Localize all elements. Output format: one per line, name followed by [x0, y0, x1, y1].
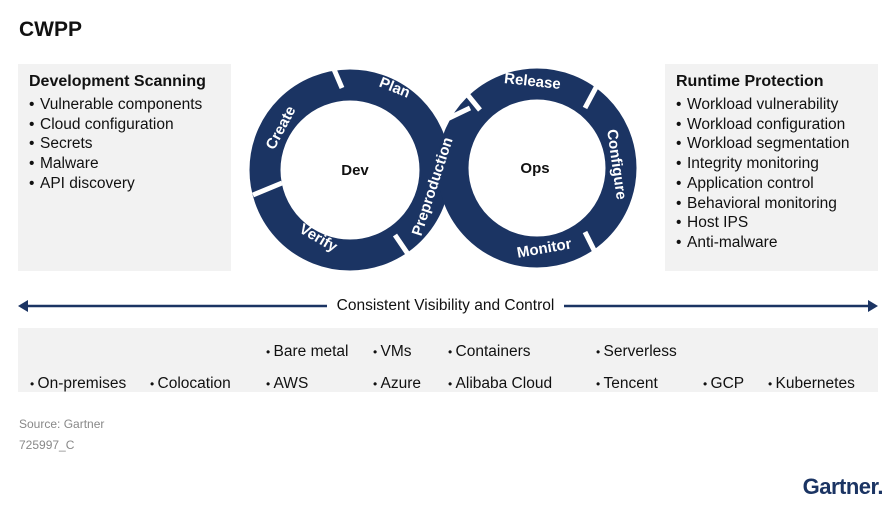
list-item: Malware [29, 154, 231, 174]
list-item: Workload configuration [676, 115, 878, 135]
visibility-label: Consistent Visibility and Control [326, 297, 565, 314]
list-item: Workload vulnerability [676, 95, 878, 115]
platforms-box: On-premises Colocation Bare metal AWS VM… [18, 328, 878, 392]
runtime-protection-box: Runtime Protection Workload vulnerabilit… [665, 64, 878, 271]
segment-gaps [252, 59, 603, 262]
platform-item: Colocation [150, 375, 231, 393]
release-label: Release [503, 70, 561, 93]
list-item: Cloud configuration [29, 115, 231, 135]
list-item: Secrets [29, 134, 231, 154]
development-scanning-box: Development Scanning Vulnerable componen… [18, 64, 231, 271]
list-item: Application control [676, 174, 878, 194]
dev-label: Dev [341, 162, 369, 179]
dev-scanning-heading: Development Scanning [29, 73, 206, 90]
platform-item: Tencent [596, 375, 658, 393]
list-item: Integrity monitoring [676, 154, 878, 174]
dev-ring [249, 69, 451, 271]
ops-ring [437, 68, 637, 268]
list-item: Anti-malware [676, 233, 878, 253]
list-item: API discovery [29, 174, 231, 194]
ops-label: Ops [520, 160, 549, 177]
devops-infinity-loop: Create Plan Verify Preproduction Release… [249, 59, 637, 271]
list-item: Behavioral monitoring [676, 194, 878, 214]
list-item: Workload segmentation [676, 134, 878, 154]
figure-id: 725997_C [19, 438, 75, 452]
platform-item: Azure [373, 375, 422, 393]
platform-item: Kubernetes [768, 375, 855, 393]
platform-item: Containers [448, 343, 531, 361]
list-item: Vulnerable components [29, 95, 231, 115]
platform-item: AWS [266, 375, 309, 393]
platform-item: GCP [703, 375, 745, 393]
platform-item: Serverless [596, 343, 677, 361]
platform-item: Bare metal [266, 343, 349, 361]
gartner-logo: Gartner. [802, 474, 884, 499]
platform-item: Alibaba Cloud [448, 375, 553, 393]
runtime-heading: Runtime Protection [676, 73, 824, 90]
platform-item: On-premises [30, 375, 127, 393]
platform-item: VMs [373, 343, 412, 361]
page-title: CWPP [19, 18, 82, 41]
list-item: Host IPS [676, 213, 878, 233]
source-note: Source: Gartner [19, 417, 105, 431]
